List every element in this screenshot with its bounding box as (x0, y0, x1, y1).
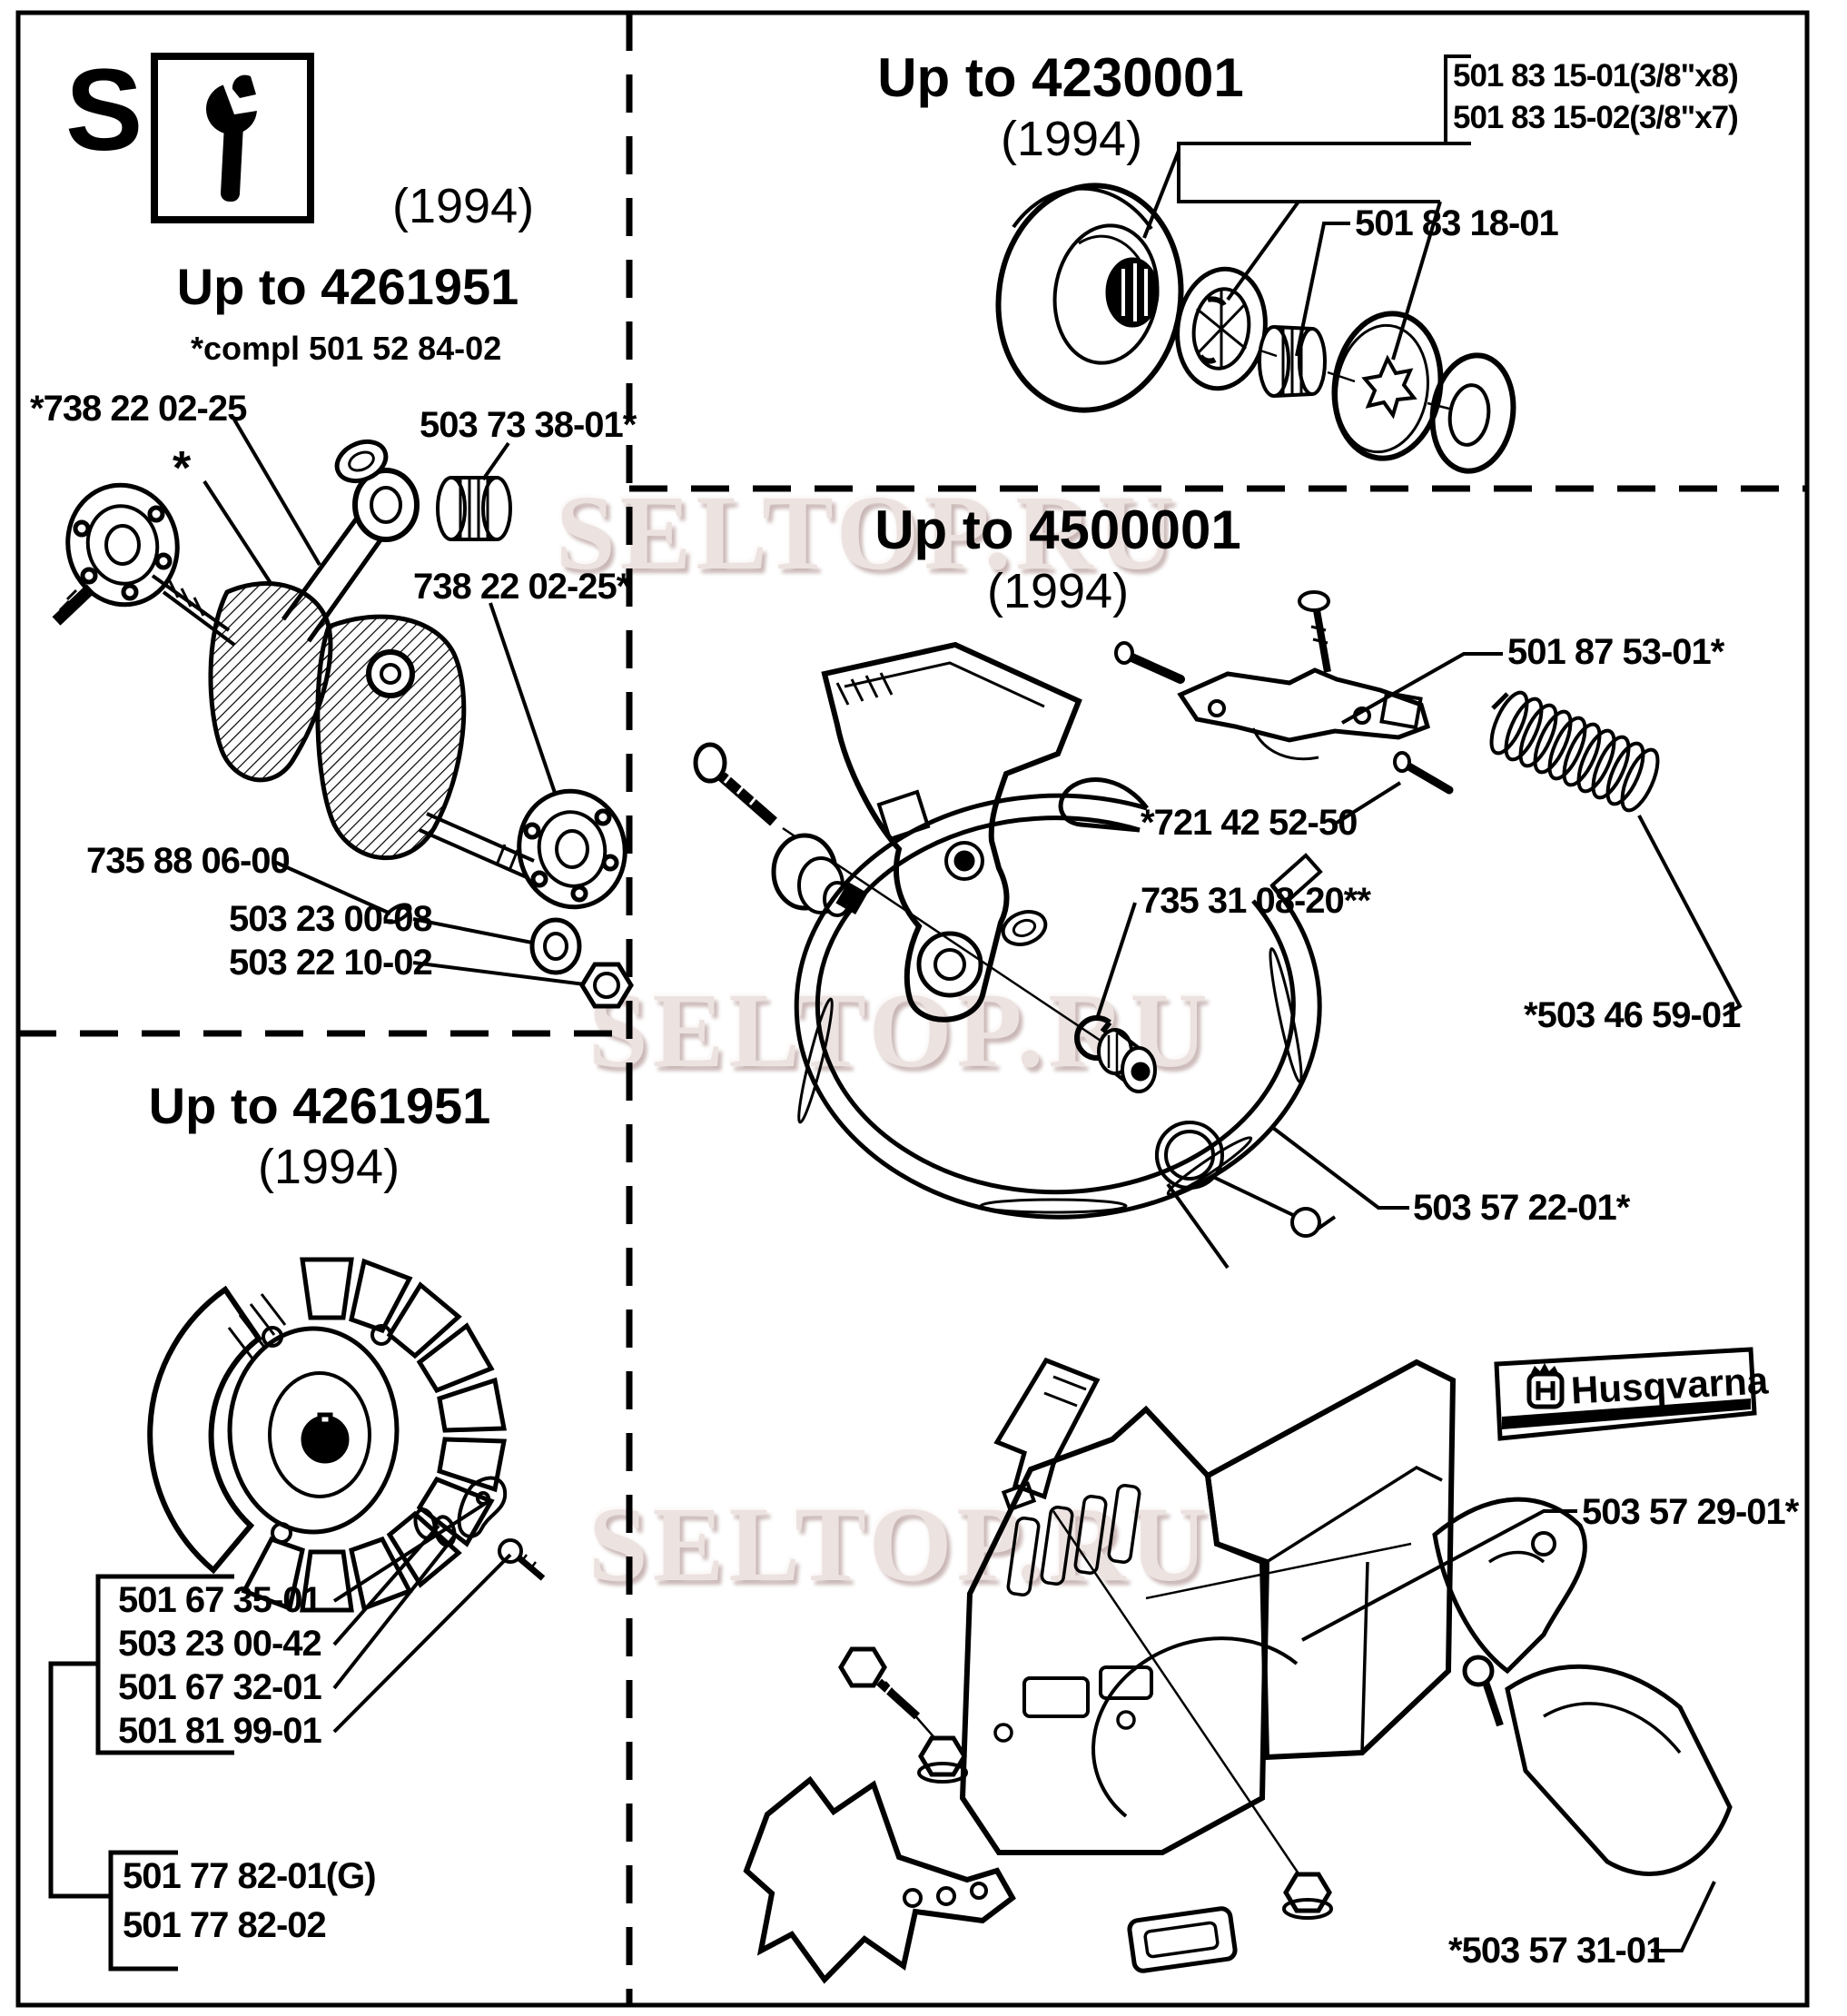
crank-compl-note: *compl 501 52 84-02 (191, 330, 502, 367)
tool-year: (1994) (392, 179, 535, 233)
part-label-clutch-bearing: 501 83 18-01 (1355, 203, 1559, 243)
part-label-rim-sprocket-7: 501 83 15-02(3/8"x7) (1453, 100, 1739, 135)
part-label-needle-cage: 503 73 38-01* (420, 405, 637, 445)
part-label-flywheel-4: 501 81 99-01 (118, 1711, 322, 1751)
tensioner-clip (993, 1357, 1101, 1512)
flywheel-fins (241, 1257, 507, 1613)
torsion-spring (1155, 1120, 1337, 1270)
part-label-brake-pin: *721 42 52-50 (1141, 803, 1358, 843)
cover-body (959, 1405, 1299, 1855)
part-label-key: 735 88 06-00 (86, 841, 291, 881)
clutch-shoes (1175, 266, 1268, 391)
crank-leader-lines (202, 418, 586, 986)
section-letter: S (65, 45, 143, 175)
page-border (15, 10, 1810, 2008)
husqvarna-crown-icon (1526, 1363, 1565, 1409)
axis-marks (1259, 349, 1450, 410)
part-label-brake-clip: 735 31 08-20** (1141, 881, 1371, 921)
part-label-nut: 503 22 10-02 (229, 943, 433, 983)
flywheel-year: (1994) (257, 1140, 400, 1194)
crankshaft-drawing (52, 418, 634, 1009)
part-label-bearing-right: 738 22 02-25* (413, 567, 630, 607)
flywheel-leader-lines (332, 1498, 512, 1734)
chain-brake-drawing (693, 590, 1743, 1270)
brake-year: (1994) (986, 564, 1130, 618)
part-label-brake-band: 503 57 22-01* (1413, 1188, 1630, 1228)
clutch-cover-drawing (743, 1347, 1757, 1984)
part-label-bearing-left: *738 22 02-25 (30, 389, 247, 429)
brake-lever (1114, 590, 1431, 761)
flywheel-drawing (48, 1257, 546, 1972)
guard-washer (1001, 910, 1048, 946)
section-dividers (18, 13, 1807, 2005)
flywheel-range-heading: Up to 4261951 (148, 1077, 491, 1134)
husqvarna-badge (1494, 1347, 1757, 1441)
flywheel-small-parts (413, 1476, 546, 1581)
shoulder-sleeve (1097, 1028, 1157, 1093)
part-label-flywheel-6: 501 77 82-02 (123, 1905, 327, 1945)
flywheel-bracket-lines (48, 1574, 234, 1972)
husqvarna-brand-text: Husqvarna (1569, 1359, 1770, 1412)
needle-cage (436, 476, 512, 541)
part-label-flywheel-2: 503 23 00-42 (118, 1624, 322, 1664)
clutch-year: (1994) (1000, 112, 1143, 166)
part-label-asterisk: * (173, 442, 192, 495)
brake-spring (1489, 690, 1660, 813)
star-washer (1331, 311, 1444, 461)
right-bearing (517, 788, 627, 910)
part-label-rim-sprocket-8: 501 83 15-01(3/8"x8) (1453, 58, 1739, 94)
washer (529, 917, 582, 975)
brake-pin (1393, 751, 1454, 795)
plain-washer (1429, 352, 1516, 474)
brake-band (794, 777, 1323, 1220)
brake-range-heading: Up to 4500001 (874, 499, 1241, 560)
clutch-range-heading: Up to 4230001 (877, 47, 1244, 108)
part-label-flywheel-5: 501 77 82-01(G) (123, 1856, 377, 1896)
bumper-spike (743, 1775, 1016, 1984)
drum-hub (1105, 257, 1160, 328)
clutch-drawing (995, 54, 1516, 474)
clutch-leader-lines (1142, 54, 1471, 361)
nut (579, 962, 634, 1009)
guard-screws (693, 742, 868, 917)
cover-shroud (1204, 1359, 1457, 1761)
left-bearing (52, 482, 180, 626)
front-hand-guard (821, 641, 1082, 1023)
part-label-cover: 503 57 29-01* (1582, 1492, 1799, 1532)
brake-leader-lines (782, 652, 1743, 1210)
part-label-brake-spring: *503 46 59-01 (1524, 995, 1741, 1035)
woodruff-key (383, 903, 412, 924)
part-label-brake-lever: 501 87 53-01* (1507, 632, 1724, 672)
part-label-washer: 503 23 00-08 (229, 899, 433, 939)
crank-range-heading: Up to 4261951 (176, 258, 519, 315)
clutch-drum (995, 183, 1184, 413)
part-label-flywheel-1: 501 67 35-01 (118, 1580, 322, 1620)
part-label-side-plate: *503 57 31-01 (1448, 1931, 1665, 1971)
cover-fasteners (838, 1646, 1333, 1973)
wrench-icon (151, 53, 314, 223)
watermark-text: SELTOP.RU (556, 473, 1180, 592)
chain-catcher-plates (1432, 1497, 1733, 1876)
needle-bearing (1258, 325, 1327, 398)
part-label-flywheel-3: 501 67 32-01 (118, 1667, 322, 1707)
